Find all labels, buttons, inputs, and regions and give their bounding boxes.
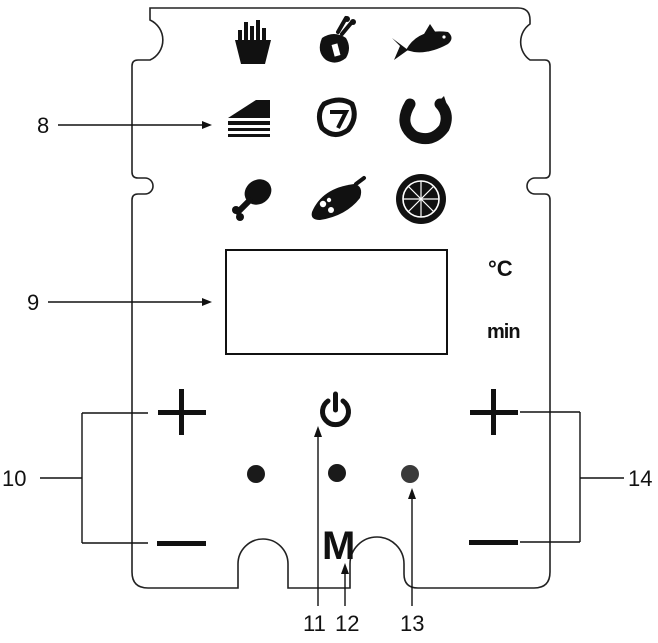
callout-11: 11 — [303, 611, 326, 636]
power-icon[interactable] — [320, 391, 351, 428]
indicator-led-right — [401, 465, 419, 483]
pizza-icon — [396, 174, 446, 224]
sausage-icon — [311, 176, 366, 220]
callout-lines — [40, 121, 624, 606]
display-window — [225, 249, 448, 355]
minutes-unit-label: min — [487, 321, 521, 343]
drumstick-meat-icon — [319, 16, 356, 63]
fish-icon — [392, 24, 452, 60]
cake-icon — [228, 100, 270, 137]
indicator-led-left — [247, 465, 265, 483]
right-minus-button[interactable] — [469, 540, 518, 545]
callout-12: 12 — [335, 611, 360, 636]
left-minus-button[interactable] — [157, 541, 206, 546]
indicator-led-middle — [328, 464, 346, 482]
left-plus-button[interactable] — [158, 389, 206, 435]
celsius-unit-label: °C — [488, 256, 513, 281]
callout-14: 14 — [628, 466, 653, 491]
chicken-leg-icon — [232, 179, 272, 221]
right-plus-button[interactable] — [470, 389, 518, 435]
callout-13: 13 — [400, 611, 425, 636]
callout-10: 10 — [2, 466, 27, 491]
callout-8: 8 — [37, 113, 50, 138]
panel-outline — [131, 7, 551, 589]
mode-button[interactable]: M — [322, 524, 356, 568]
shrimp-icon — [399, 96, 452, 145]
steak-icon — [316, 97, 357, 137]
fries-icon — [235, 20, 271, 64]
callout-9: 9 — [27, 290, 40, 315]
